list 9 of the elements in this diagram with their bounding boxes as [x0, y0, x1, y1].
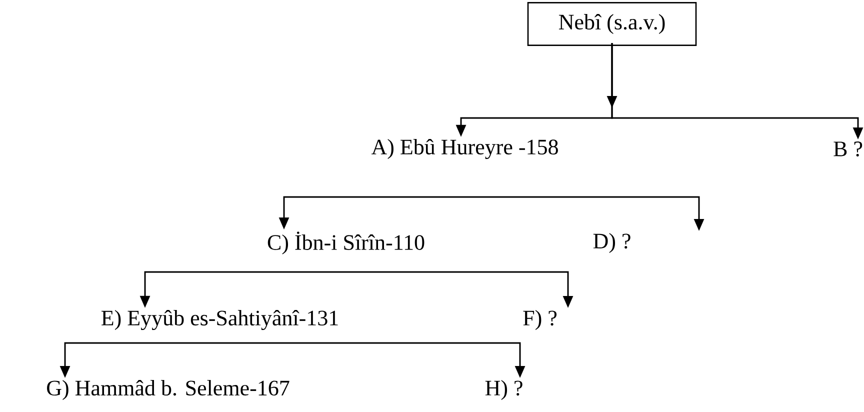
name-label: A) Ebû Hureyre -158 [371, 138, 558, 160]
name-box: Nebî (s.a.v.) [527, 2, 697, 46]
name-label: C) İbn-i Sîrîn-110 [268, 232, 424, 254]
name-label: F) ? [523, 310, 557, 330]
name-label: E) Eyyûb es-Sahtiyânî-131 [102, 310, 338, 330]
name-label: H) ? [485, 380, 522, 400]
name-label: G) Hammâd b. Seleme-167 [47, 380, 290, 400]
name-label: D) ? [593, 233, 630, 253]
name-label: B ? [834, 142, 862, 156]
